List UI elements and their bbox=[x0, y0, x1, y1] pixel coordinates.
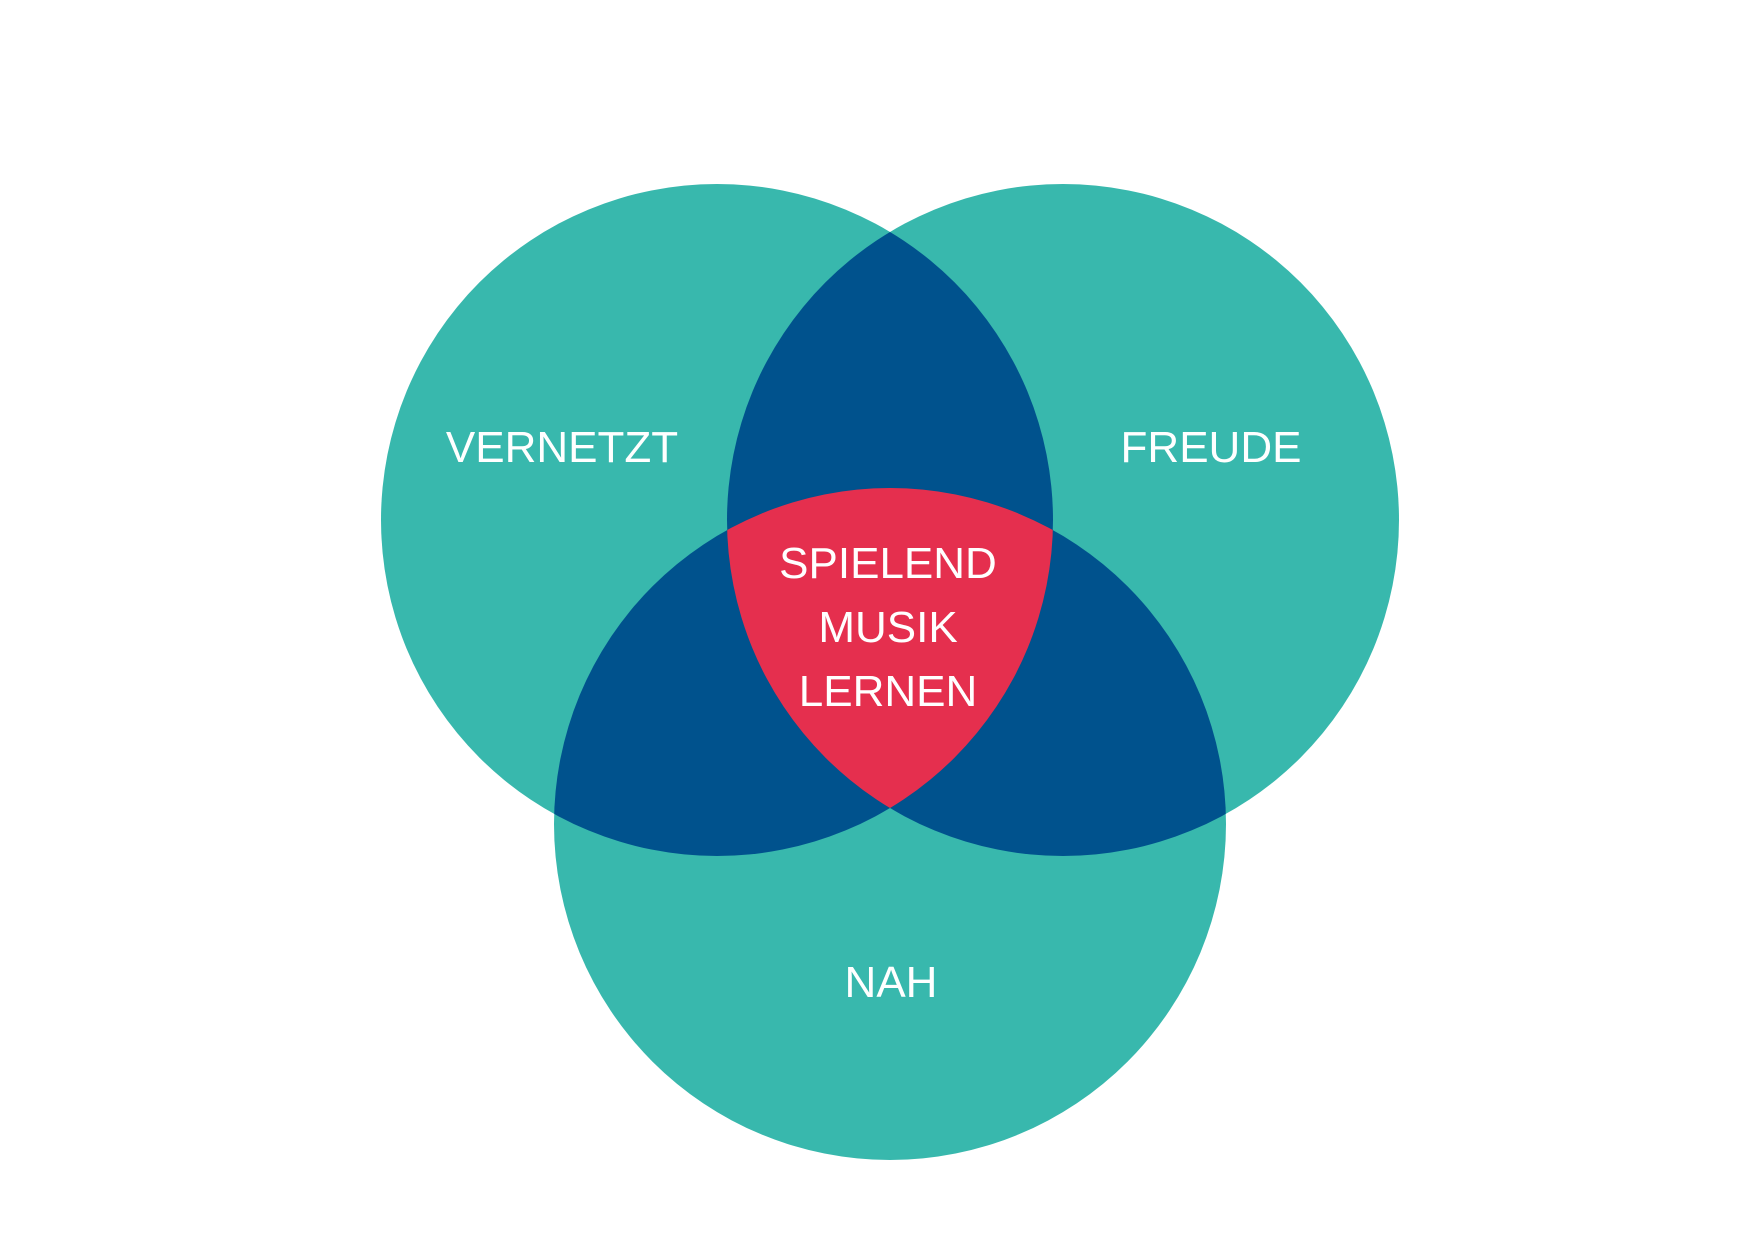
label-vernetzt: VERNETZT bbox=[446, 423, 678, 472]
label-nah: NAH bbox=[845, 958, 938, 1007]
venn-labels: VERNETZT FREUDE NAH SPIELEND MUSIK LERNE… bbox=[446, 423, 1302, 1007]
label-freude: FREUDE bbox=[1121, 423, 1302, 472]
center-label-line-1: SPIELEND bbox=[779, 539, 997, 588]
center-label-line-2: MUSIK bbox=[818, 603, 957, 652]
center-label-line-3: LERNEN bbox=[799, 667, 978, 716]
